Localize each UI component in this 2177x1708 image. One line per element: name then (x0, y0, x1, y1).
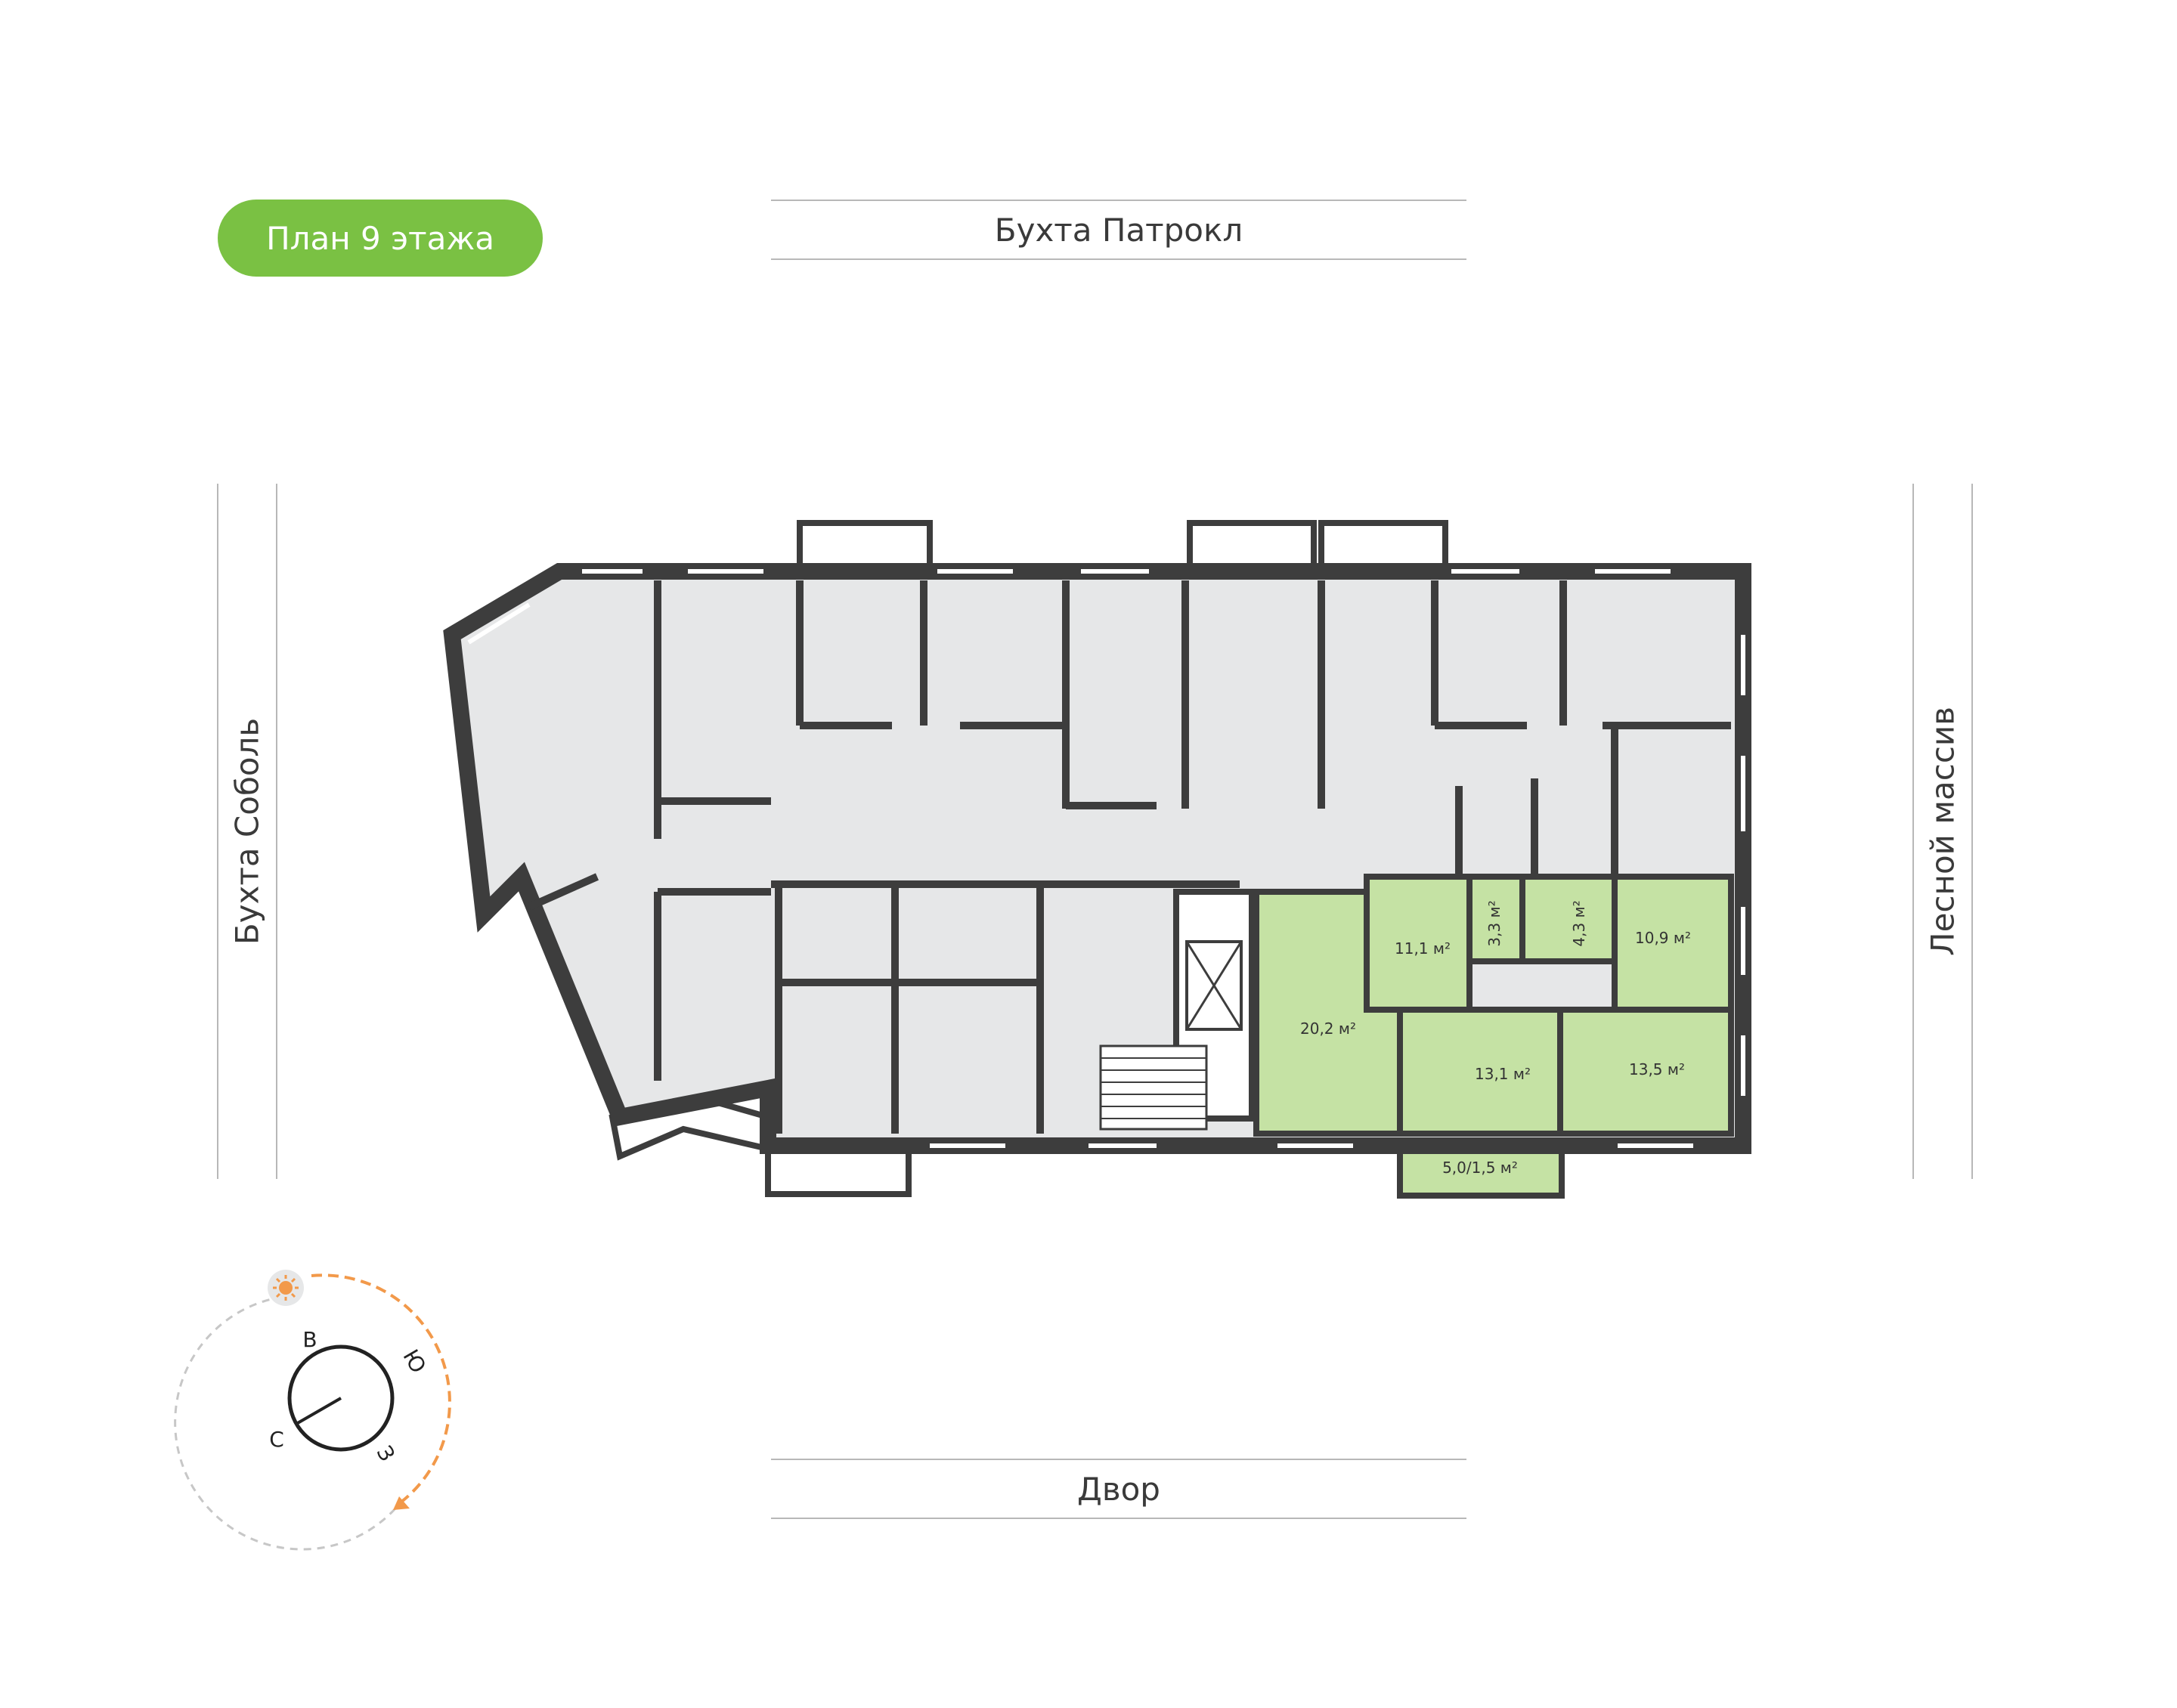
compass-north: С (269, 1427, 284, 1452)
highlighted-apartment (1253, 874, 1734, 1137)
interior-walls (527, 580, 1731, 1134)
area-label: 10,9 м² (1635, 929, 1691, 947)
street-name-top: Бухта Патрокл (994, 211, 1243, 249)
windows (467, 569, 1745, 1148)
compass-needle (296, 1397, 342, 1425)
floor-title-badge: План 9 этажа (218, 200, 543, 277)
compass-east: В (302, 1327, 317, 1352)
room-13-5 (1557, 1007, 1734, 1137)
area-label: 5,0/1,5 м² (1442, 1159, 1518, 1177)
street-label-bottom: Двор (771, 1459, 1466, 1519)
compass-path-dashed (174, 1295, 402, 1551)
area-label: 4,3 м² (1570, 900, 1588, 946)
street-label-left: Бухта Соболь (217, 484, 277, 1179)
area-label: 20,2 м² (1300, 1020, 1356, 1038)
room-13-1 (1397, 1007, 1563, 1137)
compass-south: Ю (398, 1345, 431, 1378)
street-label-top: Бухта Патрокл (771, 200, 1466, 260)
compass: В Ю З С (174, 1270, 451, 1551)
area-label: 11,1 м² (1395, 939, 1451, 958)
stairs (1099, 1044, 1208, 1131)
street-label-right: Лесной массив (1912, 484, 1973, 1179)
stairwell (1099, 889, 1255, 1131)
sun-path-arrow (393, 1496, 410, 1510)
room-4-3 (1519, 874, 1618, 964)
wall (527, 873, 599, 911)
area-label: 3,3 м² (1485, 900, 1503, 946)
street-name-bottom: Двор (1077, 1470, 1160, 1508)
area-label: 13,5 м² (1629, 1060, 1685, 1078)
compass-west: З (371, 1441, 400, 1465)
area-label: 13,1 м² (1475, 1065, 1531, 1083)
